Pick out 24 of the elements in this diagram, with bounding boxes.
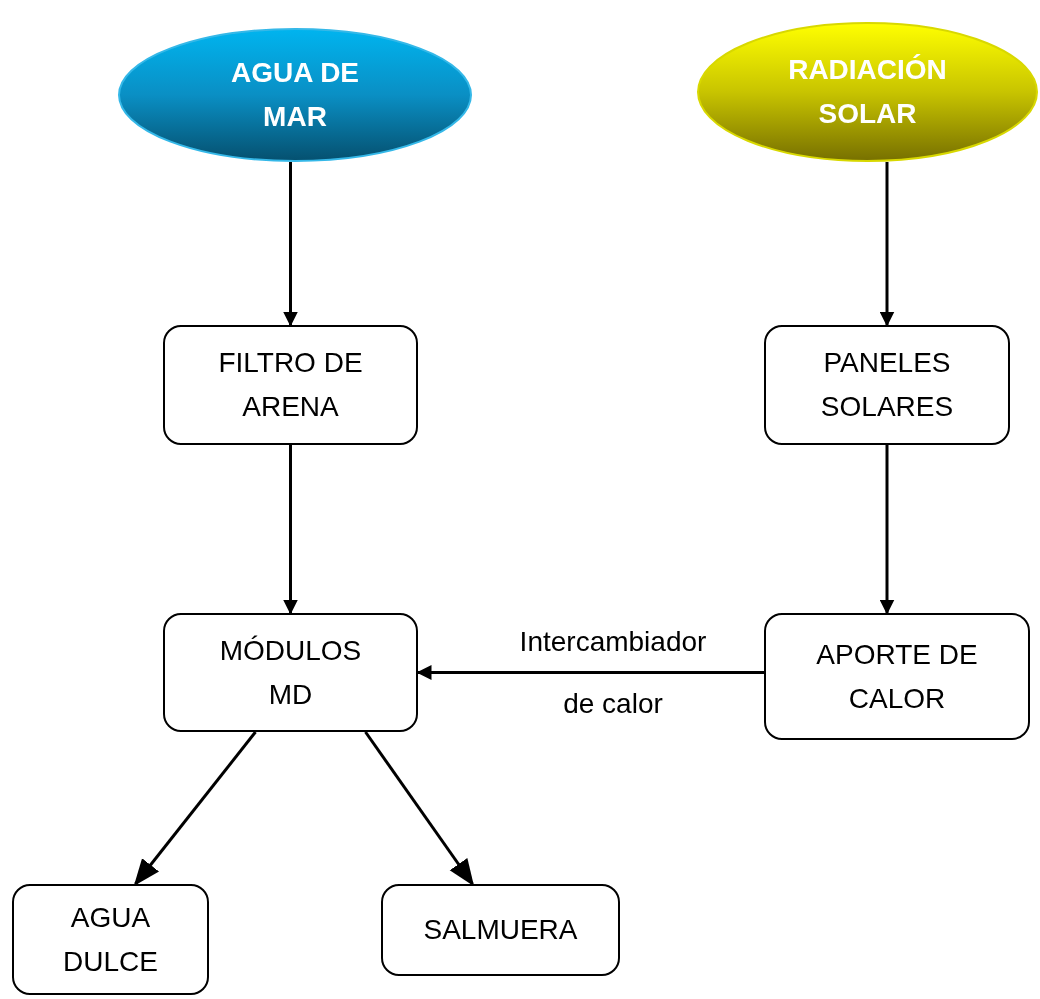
process-box (764, 613, 1030, 740)
process-box (381, 884, 620, 976)
edge-label: Intercambiador de calor (518, 624, 708, 721)
source-ellipse (697, 22, 1038, 162)
arrow (364, 731, 475, 887)
node-label: AGUA DE MAR (229, 56, 361, 134)
arrow (879, 445, 895, 615)
source-ellipse (118, 28, 472, 162)
arrow (283, 162, 298, 327)
process-box (12, 884, 209, 995)
process-box (163, 613, 418, 732)
node-label: AGUA DULCE (62, 900, 159, 979)
arrow (879, 162, 895, 327)
arrow (283, 445, 298, 615)
process-box (163, 325, 418, 445)
node-label: PANELES SOLARES (819, 346, 955, 424)
process-box (764, 325, 1010, 445)
arrow (416, 665, 764, 680)
node-label: FILTRO DE ARENA (217, 346, 364, 424)
node-label: MÓDULOS MD (218, 633, 363, 712)
node-label: RADIACIÓN SOLAR (787, 53, 948, 131)
node-label: SALMUERA (422, 913, 579, 947)
node-label: APORTE DE CALOR (815, 637, 979, 716)
arrow (133, 731, 257, 887)
